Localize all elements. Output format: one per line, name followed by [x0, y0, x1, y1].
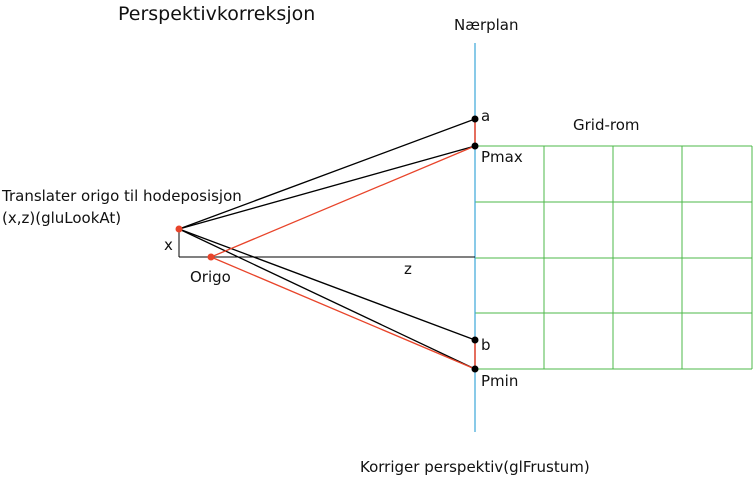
origo-point [207, 253, 215, 261]
point-a [471, 115, 479, 123]
head-note-line2: (x,z)(gluLookAt) [2, 209, 121, 227]
head-to-b-line [178, 228, 476, 341]
point-b [471, 336, 479, 344]
head-note-line1: Translater origo til hodeposisjon [1, 187, 242, 205]
diagram-title: Perspektivkorreksjon [118, 3, 315, 25]
label-origo: Origo [190, 268, 231, 286]
head-to-a-line [178, 118, 476, 230]
grid-room-label: Grid-rom [573, 116, 640, 134]
origo-projection-lines [210, 145, 476, 370]
label-pmin: Pmin [481, 372, 518, 390]
bottom-caption: Korriger perspektiv(glFrustum) [360, 458, 590, 476]
point-pmax [471, 142, 479, 150]
head-to-pmin-line [178, 228, 476, 370]
near-plane-label: Nærplan [454, 16, 519, 34]
head-projection-lines [178, 118, 476, 370]
x-axis-label: x [164, 236, 173, 254]
grid-room [475, 145, 753, 370]
head-to-pmax-line [178, 145, 476, 230]
point-pmin [471, 365, 479, 373]
origo-to-pmin-line [210, 256, 476, 370]
z-axis-label: z [404, 260, 412, 278]
label-b: b [481, 336, 491, 354]
head-position-point [175, 225, 183, 233]
label-a: a [481, 107, 490, 125]
label-pmax: Pmax [481, 148, 523, 166]
origo-to-pmax-line [210, 145, 476, 258]
